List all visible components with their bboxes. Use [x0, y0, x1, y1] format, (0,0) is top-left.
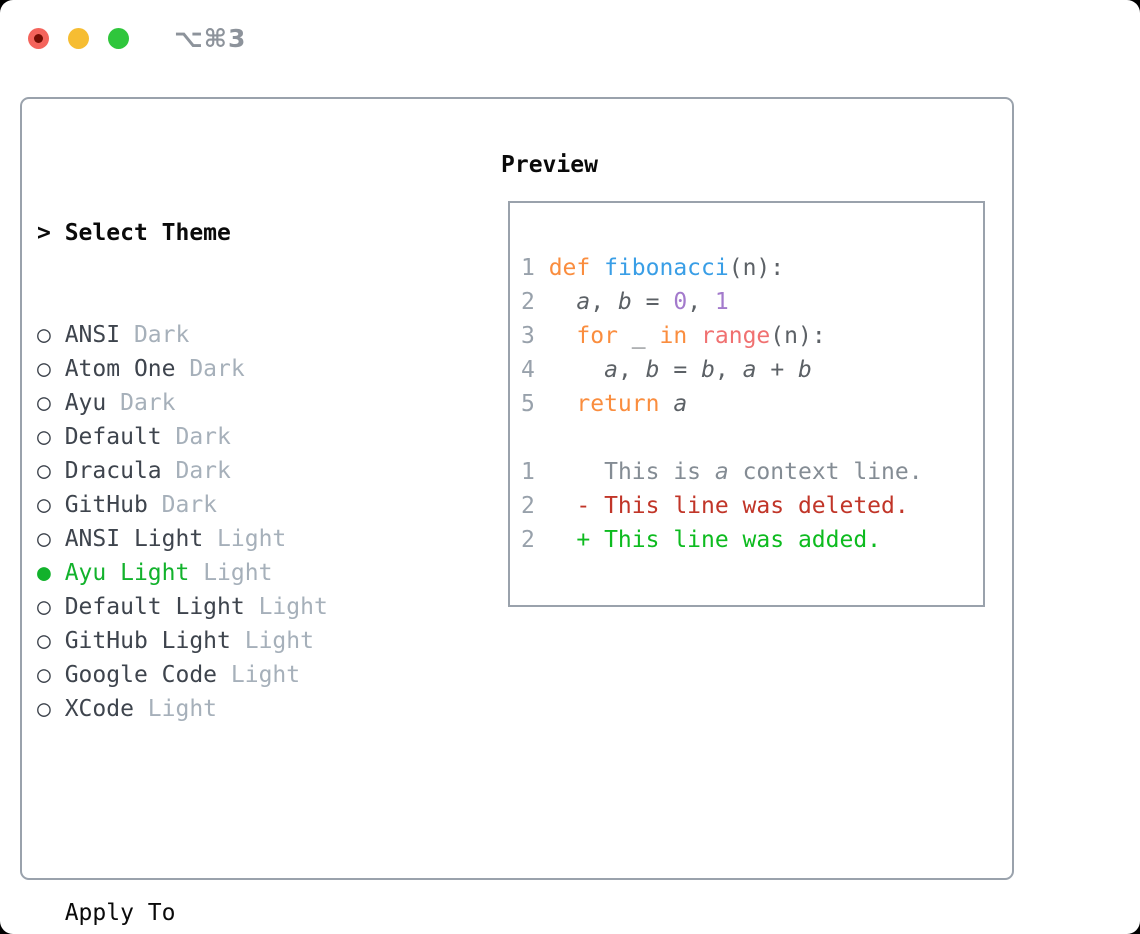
radio-unselected-icon: ○ [37, 322, 65, 348]
code-line: 3 for _ in range(n): [521, 323, 826, 349]
radio-unselected-icon: ○ [37, 424, 65, 450]
theme-option-ansi[interactable]: ○ ANSI Dark [37, 322, 190, 348]
radio-unselected-icon: ○ [37, 458, 65, 484]
preview-box [508, 201, 985, 607]
title-bar: ⌥⌘3 [0, 0, 1140, 76]
theme-option-github[interactable]: ○ GitHub Dark [37, 492, 218, 518]
select-theme-header: > Select Theme [37, 216, 425, 250]
radio-unselected-icon: ○ [37, 594, 65, 620]
zoom-button[interactable] [108, 27, 129, 49]
theme-list-column: > Select Theme ○ ANSI Dark ○ Atom One Dar… [37, 148, 425, 934]
code-line: 2 a, b = 0, 1 [521, 289, 729, 315]
preview-title: Preview [501, 152, 598, 178]
code-line: 5 return a [521, 391, 688, 417]
theme-option-default-light[interactable]: ○ Default Light Light [37, 594, 328, 620]
radio-unselected-icon: ○ [37, 356, 65, 382]
theme-option-dracula[interactable]: ○ Dracula Dark [37, 458, 231, 484]
minimize-button[interactable] [68, 27, 89, 49]
radio-unselected-icon: ○ [37, 662, 65, 688]
preview-code: 1 def fibonacci(n): 2 a, b = 0, 1 3 for _ … [521, 251, 923, 557]
apply-to-header: Apply To [37, 896, 425, 930]
radio-unselected-icon: ○ [37, 628, 65, 654]
code-line: 2 - This line was deleted. [521, 493, 909, 519]
theme-option-ayu[interactable]: ○ Ayu Dark [37, 390, 176, 416]
theme-option-github-light[interactable]: ○ GitHub Light Light [37, 628, 314, 654]
radio-unselected-icon: ○ [37, 492, 65, 518]
code-line: 4 a, b = b, a + b [521, 357, 812, 383]
theme-option-atom-one[interactable]: ○ Atom One Dark [37, 356, 245, 382]
theme-option-xcode[interactable]: ○ XCode Light [37, 696, 218, 722]
radio-selected-icon: ● [37, 560, 65, 586]
radio-unselected-icon: ○ [37, 526, 65, 552]
apply-to-title: Apply To [64, 900, 176, 926]
apply-to-indent [37, 900, 65, 926]
theme-list: ○ ANSI Dark ○ Atom One Dark ○ Ayu Dark ○ De… [37, 318, 425, 726]
code-line [521, 421, 923, 455]
spacer [37, 794, 425, 828]
theme-option-ansi-light[interactable]: ○ ANSI Light Light [37, 526, 287, 552]
window-shortcut-label: ⌥⌘3 [174, 23, 247, 53]
prompt-caret: > [37, 220, 65, 246]
code-line: 2 + This line was added. [521, 527, 882, 553]
close-button[interactable] [28, 27, 49, 49]
theme-option-google-code[interactable]: ○ Google Code Light [37, 662, 301, 688]
code-line: 1 This is a context line. [521, 459, 923, 485]
theme-option-ayu-light[interactable]: ● Ayu Light Light [37, 560, 273, 586]
radio-unselected-icon: ○ [37, 696, 65, 722]
radio-unselected-icon: ○ [37, 390, 65, 416]
theme-option-default[interactable]: ○ Default Dark [37, 424, 231, 450]
select-theme-title: Select Theme [64, 220, 231, 246]
code-line: 1 def fibonacci(n): [521, 255, 785, 281]
